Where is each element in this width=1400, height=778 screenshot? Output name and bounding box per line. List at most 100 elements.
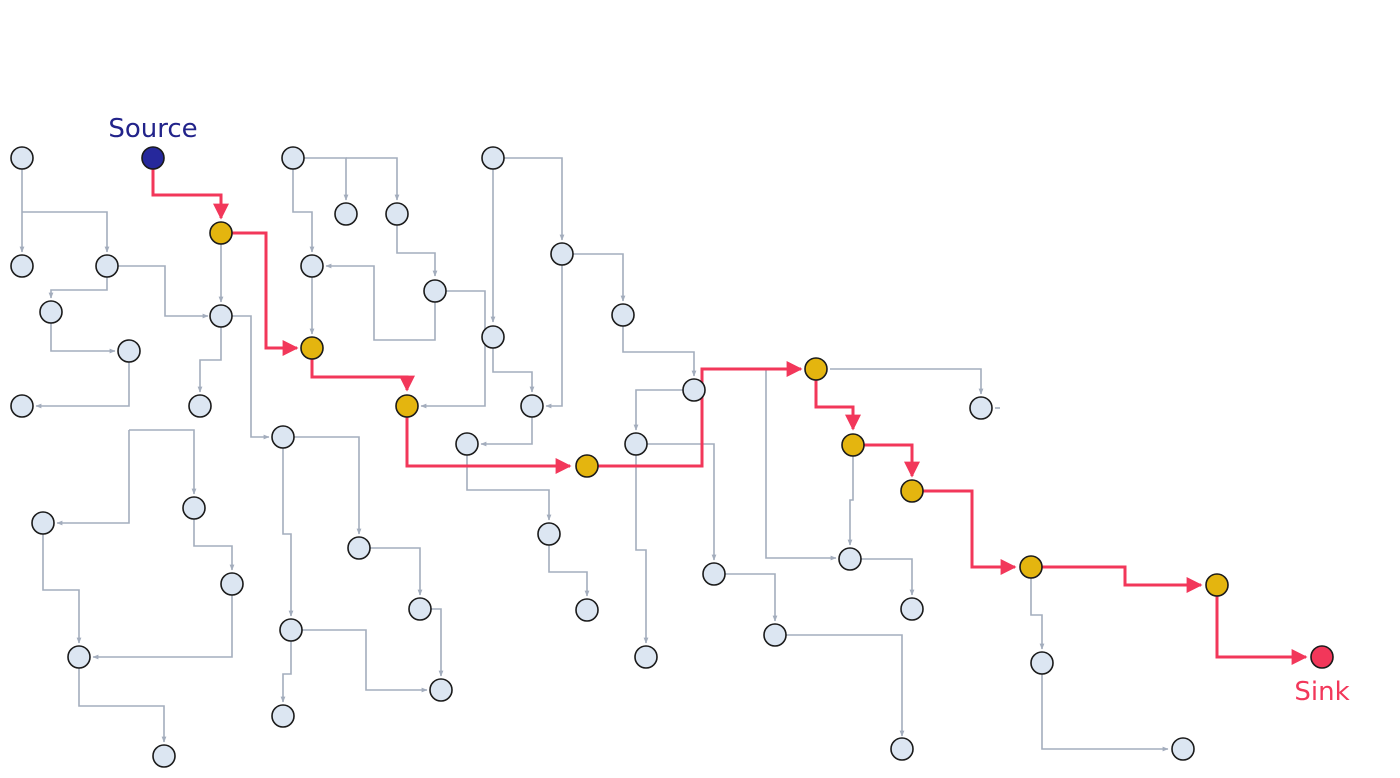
graph-node-4 [117, 339, 141, 363]
edge-10 [42, 523, 82, 644]
path-edge-9 [1215, 585, 1308, 665]
edge-40 [714, 573, 778, 622]
edge-48 [1041, 663, 1169, 752]
edge-5 [35, 351, 130, 409]
graph-node-27 [520, 394, 544, 418]
path-edge-3 [405, 406, 572, 474]
edge-33 [466, 444, 552, 521]
source-label: Source [108, 114, 197, 144]
edge-6 [129, 429, 197, 495]
graph-node-25 [481, 325, 505, 349]
edge-36 [622, 315, 697, 377]
graph-node-37 [890, 737, 914, 761]
edge-37 [633, 389, 694, 431]
graph-node-7 [209, 304, 233, 328]
edge-2 [107, 265, 209, 319]
graph-node-18 [429, 678, 453, 702]
path-edge-7 [912, 489, 1017, 575]
graph-node-24 [481, 146, 505, 170]
edge-8 [193, 508, 235, 571]
path-node-5 [841, 433, 865, 457]
edge-43 [830, 368, 984, 395]
path-node-0 [209, 221, 233, 245]
graph-node-42 [1171, 737, 1195, 761]
graph-node-33 [624, 432, 648, 456]
path-node-2 [395, 394, 419, 418]
edge-9 [92, 584, 233, 660]
path-edge-0 [151, 158, 229, 220]
graph-node-19 [281, 146, 305, 170]
graph-node-28 [455, 432, 479, 456]
graph-node-23 [423, 279, 447, 303]
source-to-sink-path [151, 158, 1308, 665]
graph-node-5 [10, 394, 34, 418]
graph-node-38 [969, 396, 993, 420]
graph-node-22 [300, 254, 324, 278]
edge-46 [850, 558, 915, 596]
graph-node-12 [152, 744, 176, 768]
graph-node-31 [611, 303, 635, 327]
edge-11 [78, 657, 167, 743]
graph-nodes [10, 146, 1334, 768]
edge-23 [292, 158, 315, 253]
edge-31 [545, 254, 563, 409]
graph-node-36 [763, 623, 787, 647]
path-edge-8 [1031, 565, 1203, 593]
sink-node [1310, 645, 1334, 669]
edge-29 [493, 157, 565, 241]
edge-26 [325, 263, 436, 341]
path-edge-6 [853, 443, 920, 478]
graph-node-16 [279, 618, 303, 642]
edge-14 [221, 315, 270, 440]
path-edge-1 [221, 231, 299, 356]
graph-node-17 [271, 704, 295, 728]
edge-45 [847, 445, 854, 546]
graph-edges [19, 157, 1169, 752]
graph-node-32 [682, 378, 706, 402]
path-edge-2 [310, 348, 415, 392]
source-node [141, 146, 165, 170]
graph-node-41 [1030, 651, 1054, 675]
edge-47 [1030, 567, 1045, 650]
graph-node-35 [702, 562, 726, 586]
graph-node-20 [334, 202, 358, 226]
edge-7 [56, 430, 130, 526]
graph-node-39 [838, 547, 862, 571]
edge-22 [346, 157, 400, 201]
graph-node-2 [95, 254, 119, 278]
edge-38 [635, 444, 649, 644]
graph-node-8 [31, 511, 55, 535]
edge-17 [280, 630, 292, 703]
graph-node-3 [39, 300, 63, 324]
edge-19 [359, 547, 423, 596]
graph-node-15 [408, 597, 432, 621]
path-edge-4 [587, 361, 803, 468]
edge-32 [480, 406, 533, 447]
path-node-1 [300, 336, 324, 360]
path-node-6 [900, 479, 924, 503]
path-node-3 [575, 454, 599, 478]
edge-18 [291, 629, 428, 693]
edge-3 [48, 276, 108, 299]
edge-39 [636, 443, 717, 561]
edge-27 [420, 290, 486, 409]
edge-1 [22, 211, 110, 253]
graph-node-30 [575, 598, 599, 622]
edge-16 [283, 436, 362, 535]
graph-node-0 [10, 146, 34, 170]
edge-35 [562, 253, 626, 302]
edge-25 [396, 214, 438, 277]
graph-node-34 [634, 645, 658, 669]
graph-node-21 [385, 202, 409, 226]
edge-34 [548, 534, 590, 597]
path-edge-5 [814, 369, 861, 431]
edge-30 [492, 337, 535, 393]
graph-node-1 [10, 254, 34, 278]
path-node-7 [1019, 555, 1043, 579]
edge-13 [197, 316, 222, 393]
edge-41 [775, 634, 905, 737]
edge-4 [50, 312, 116, 354]
edge-42 [765, 369, 837, 561]
graph-node-40 [900, 597, 924, 621]
